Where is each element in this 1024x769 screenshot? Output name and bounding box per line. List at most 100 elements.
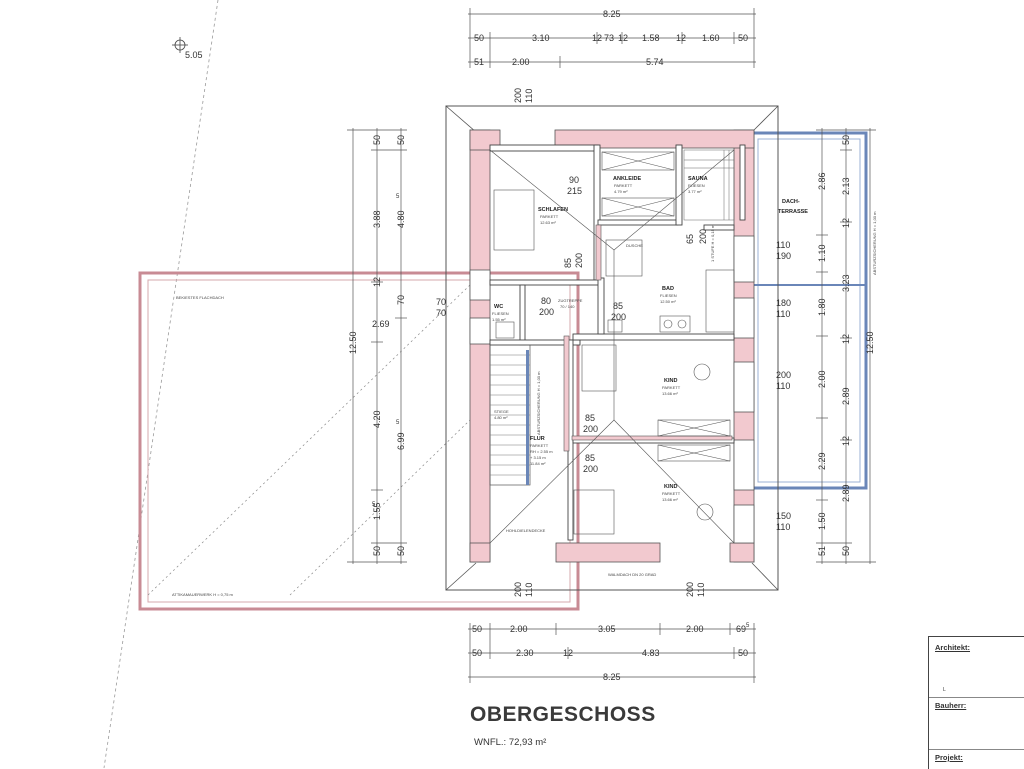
svg-text:4.83: 4.83 [642, 648, 660, 658]
room-kind-2: KIND [664, 484, 677, 490]
dim-right [816, 128, 876, 564]
ridge-lines [489, 149, 735, 544]
room-flur-extra: RH = 2.55 m [530, 449, 553, 454]
room-kind-1-floor: PARKETT [662, 385, 681, 390]
flat-roof-area: BEKIESTES FLACHDACH ATTIKAMAUERWERK H = … [138, 271, 580, 611]
svg-text:3.23: 3.23 [841, 274, 851, 292]
svg-text:1.58: 1.58 [642, 33, 660, 43]
svg-text:110: 110 [524, 89, 534, 103]
level-marker: 5.05 [172, 37, 203, 60]
svg-text:110: 110 [524, 583, 534, 597]
title-block-divider [929, 749, 1024, 750]
svg-text:70: 70 [436, 297, 446, 307]
svg-text:50: 50 [738, 33, 748, 43]
svg-text:2.00: 2.00 [817, 370, 827, 388]
svg-text:2.00: 2.00 [686, 624, 704, 634]
roof-slope-label: WALMDACH DN 20 GRAD [608, 572, 656, 577]
svg-text:8.25: 8.25 [603, 672, 621, 682]
svg-text:85: 85 [563, 258, 573, 268]
svg-text:12: 12 [841, 436, 851, 446]
room-schlafen-floor: PARKETT [540, 214, 559, 219]
room-ankleide-floor: PARKETT [614, 183, 633, 188]
svg-text:1.55: 1.55 [372, 502, 382, 520]
svg-text:50: 50 [396, 135, 406, 145]
room-kind-2-floor: PARKETT [662, 491, 681, 496]
attika-label: ATTIKAMAUERWERK H = 0,75 m [172, 592, 234, 597]
room-schlafen-area: 12.63 m² [540, 220, 556, 225]
terrace-label-1: DACH- [782, 199, 800, 205]
dim-top-labels: 8.25 50 3.10 12 73 12 1.58 12 1.60 50 51… [474, 9, 748, 67]
svg-text:12: 12 [618, 33, 628, 43]
room-bad-floor: FLIESEN [660, 293, 677, 298]
svg-text:4.80: 4.80 [396, 210, 406, 228]
svg-text:110: 110 [696, 583, 706, 597]
svg-text:12: 12 [592, 33, 602, 43]
svg-text:2.30: 2.30 [516, 648, 534, 658]
svg-text:51: 51 [817, 546, 827, 556]
hip-roof-outline: WALMDACH DN 20 GRAD [445, 105, 779, 591]
svg-text:5: 5 [396, 420, 400, 426]
svg-text:12: 12 [841, 218, 851, 228]
svg-text:1.50: 1.50 [817, 512, 827, 530]
projekt-label: Projekt: [935, 753, 963, 762]
terrace-label-2: TERRASSE [778, 209, 808, 215]
svg-text:5: 5 [746, 623, 750, 629]
room-labels: SCHLAFEN PARKETT 12.63 m² ANKLEIDE PARKE… [492, 176, 715, 533]
dim-top [468, 8, 756, 68]
svg-text:1.10: 1.10 [817, 244, 827, 262]
svg-text:50: 50 [738, 648, 748, 658]
svg-text:5: 5 [372, 502, 376, 508]
bauherr-label: Bauherr: [935, 701, 967, 710]
svg-text:51: 51 [474, 57, 484, 67]
svg-text:2.13: 2.13 [841, 177, 851, 195]
svg-text:73: 73 [604, 33, 614, 43]
svg-text:2.00: 2.00 [512, 57, 530, 67]
svg-text:12: 12 [563, 648, 573, 658]
svg-text:200: 200 [698, 229, 708, 244]
room-flur-extra2: + 3.15 m [530, 455, 546, 460]
room-sauna-area: 3.77 m² [688, 189, 702, 194]
roof-terrace: DACH- TERRASSE ABSTURZSICHERUNG H = 1,00… [750, 131, 877, 490]
svg-text:6.99: 6.99 [396, 432, 406, 450]
room-bad: BAD [662, 286, 674, 292]
room-wc-floor: FLIESEN [492, 311, 509, 316]
svg-text:110: 110 [776, 309, 790, 319]
svg-text:150: 150 [776, 511, 791, 521]
sauna-bench [683, 149, 735, 221]
svg-text:85: 85 [613, 301, 623, 311]
svg-text:180: 180 [776, 298, 791, 308]
building-walls [469, 129, 755, 563]
opening-dims: 90 215 85 200 65 200 110 190 180 110 200… [436, 88, 791, 597]
room-dusche: DUSCHE [626, 243, 643, 248]
svg-text:200: 200 [583, 424, 598, 434]
room-stiege-area: 4.80 m² [494, 415, 508, 420]
railing-label-right: ABSTURZSICHERUNG H = 1,00 m [872, 211, 877, 275]
svg-text:70: 70 [396, 295, 406, 305]
svg-text:50: 50 [474, 33, 484, 43]
svg-text:3.10: 3.10 [532, 33, 550, 43]
svg-text:2.89: 2.89 [841, 387, 851, 405]
svg-text:200: 200 [583, 464, 598, 474]
svg-text:50: 50 [472, 648, 482, 658]
room-kind-2-area: 13.66 m² [662, 497, 678, 502]
svg-text:12.50: 12.50 [865, 331, 875, 354]
room-sauna-floor: FLIESEN [688, 183, 705, 188]
svg-text:200: 200 [513, 88, 523, 103]
dim-right-labels: 12.50 2.86 1.10 1.80 2.00 2.29 1.50 51 5… [817, 135, 875, 556]
svg-text:110: 110 [776, 240, 790, 250]
svg-text:200: 200 [539, 307, 554, 317]
svg-text:200: 200 [776, 370, 791, 380]
title-block-divider [929, 697, 1024, 698]
room-ankleide-area: 4.79 m² [614, 189, 628, 194]
svg-text:50: 50 [396, 546, 406, 556]
site-boundary-line [103, 0, 219, 768]
svg-text:50: 50 [372, 135, 382, 145]
svg-text:12.50: 12.50 [348, 331, 358, 354]
room-flur: FLUR [530, 436, 545, 442]
living-area-label: WNFL.: 72,93 m² [474, 737, 547, 748]
level-marker-label: 5.05 [185, 50, 203, 60]
svg-text:5.74: 5.74 [646, 57, 664, 67]
dim-left [347, 128, 407, 564]
room-wc-area: 1.55 m² [492, 317, 506, 322]
